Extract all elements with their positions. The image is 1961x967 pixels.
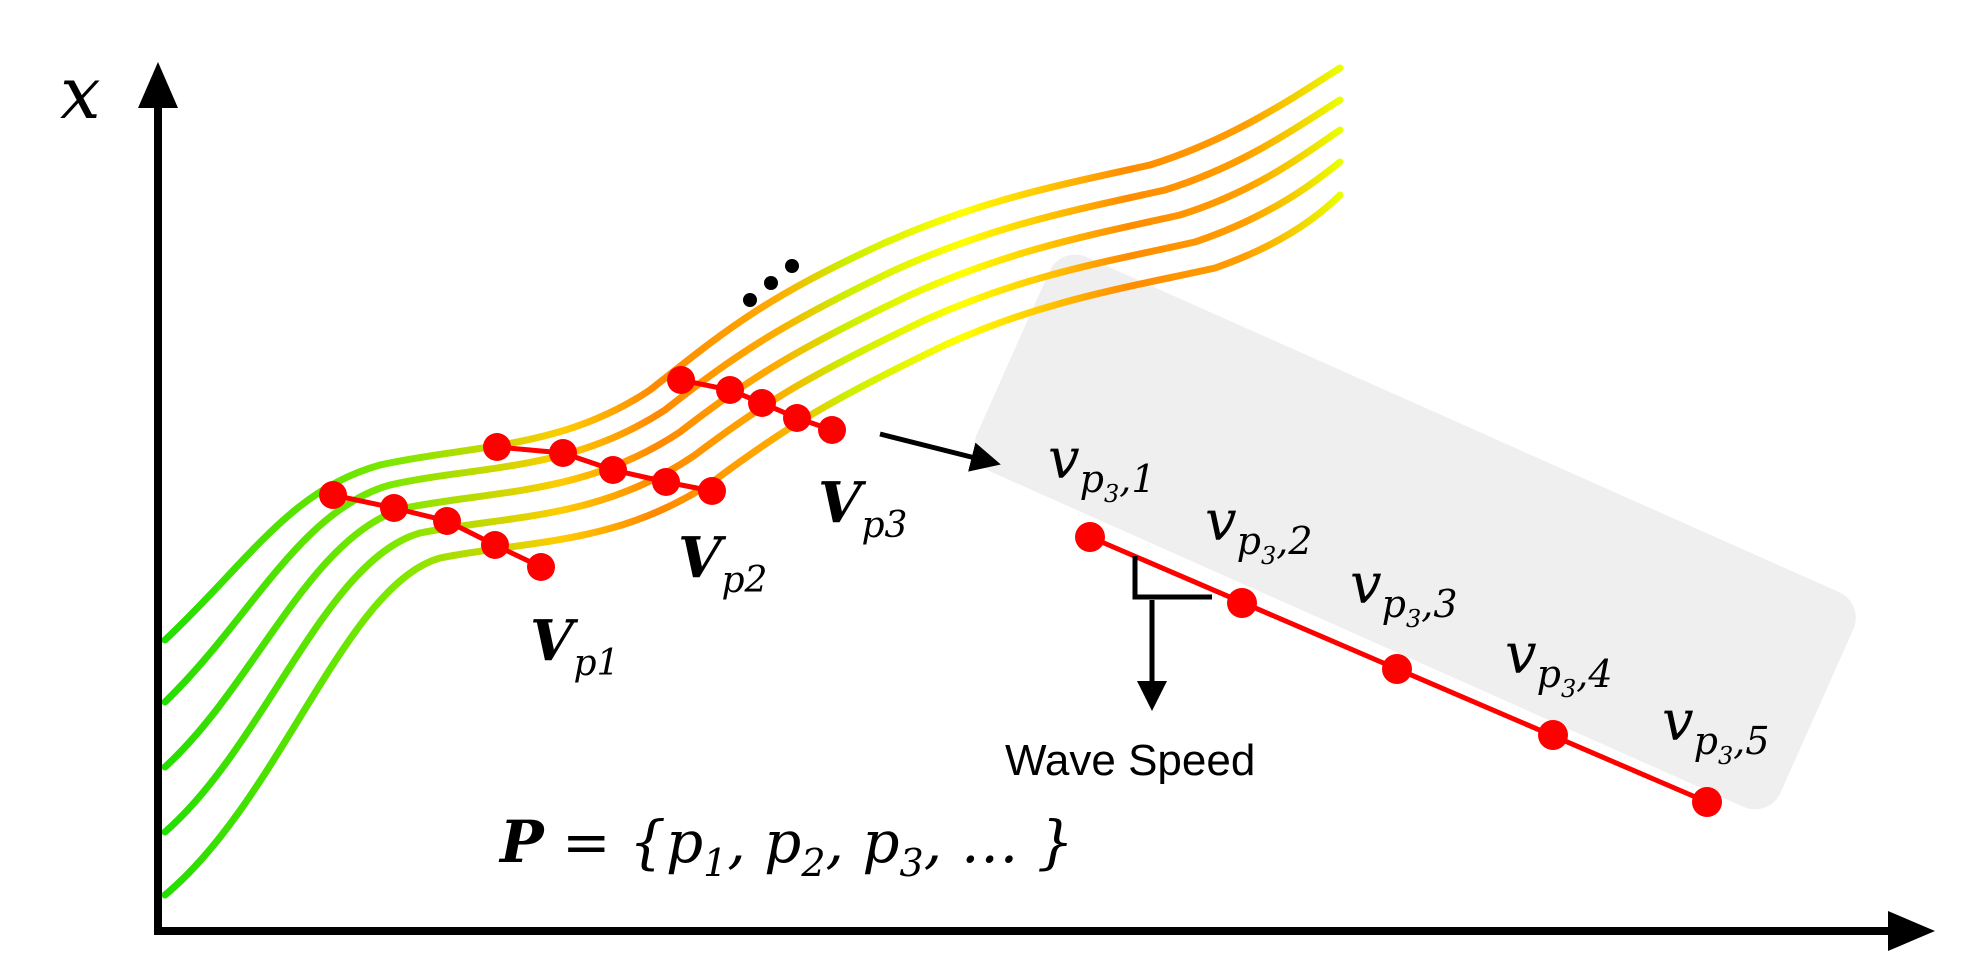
trajectory-curve	[161, 158, 1344, 836]
y-axis-label: x	[60, 51, 101, 135]
set-definition: P = {p1, p2, p3, … }	[498, 808, 1074, 885]
group-p1-point	[433, 507, 461, 535]
zoom-arrow	[879, 431, 1001, 472]
group-p1: Vp1	[319, 481, 619, 684]
zoom-point	[1075, 522, 1105, 552]
group-p3-point	[818, 416, 846, 444]
zoom-point-label: vp3,3	[1350, 552, 1458, 633]
zoom-point	[1538, 720, 1568, 750]
group-p3-point	[783, 404, 811, 432]
group-p3-point	[667, 366, 695, 394]
group-p1-point	[481, 531, 509, 559]
group-p1-label: Vp1	[530, 608, 619, 684]
group-p2-point	[483, 433, 511, 461]
group-p2-point	[549, 439, 577, 467]
group-p2-point	[652, 468, 680, 496]
ellipsis-dots	[743, 259, 799, 307]
group-p1-point	[527, 553, 555, 581]
group-p1-point	[380, 494, 408, 522]
zoom-point	[1227, 588, 1257, 618]
axes: x	[60, 51, 1935, 951]
trajectory-curve	[161, 96, 1344, 706]
x-axis-arrowhead	[1888, 911, 1935, 951]
y-axis-arrowhead	[138, 62, 178, 108]
trajectory-curve	[161, 191, 1344, 899]
group-p3-point	[748, 389, 776, 417]
zoom-point-label: vp3,5	[1662, 689, 1770, 770]
group-p3-label: Vp3	[818, 470, 907, 546]
group-p2-label: Vp2	[678, 525, 767, 601]
zoom-panel	[974, 254, 1856, 810]
group-p2-point	[698, 477, 726, 505]
wave-speed-label: Wave Speed	[1005, 736, 1255, 785]
zoom-point-label: vp3,1	[1048, 427, 1156, 508]
zoom-panel-content: vp3,1 vp3,2 vp3,3 vp3,4 vp3,5 Wave Speed	[1005, 427, 1770, 817]
zoom-point-label: vp3,2	[1205, 489, 1313, 570]
zoom-point-label: vp3,4	[1505, 622, 1613, 703]
right-angle-marker	[1132, 556, 1212, 600]
group-p2-point	[599, 456, 627, 484]
group-p3: Vp3	[667, 366, 907, 546]
zoom-point	[1692, 787, 1722, 817]
group-p3-point	[716, 376, 744, 404]
zoom-point	[1382, 654, 1412, 684]
group-p1-point	[319, 481, 347, 509]
group-p2: Vp2	[483, 433, 767, 601]
